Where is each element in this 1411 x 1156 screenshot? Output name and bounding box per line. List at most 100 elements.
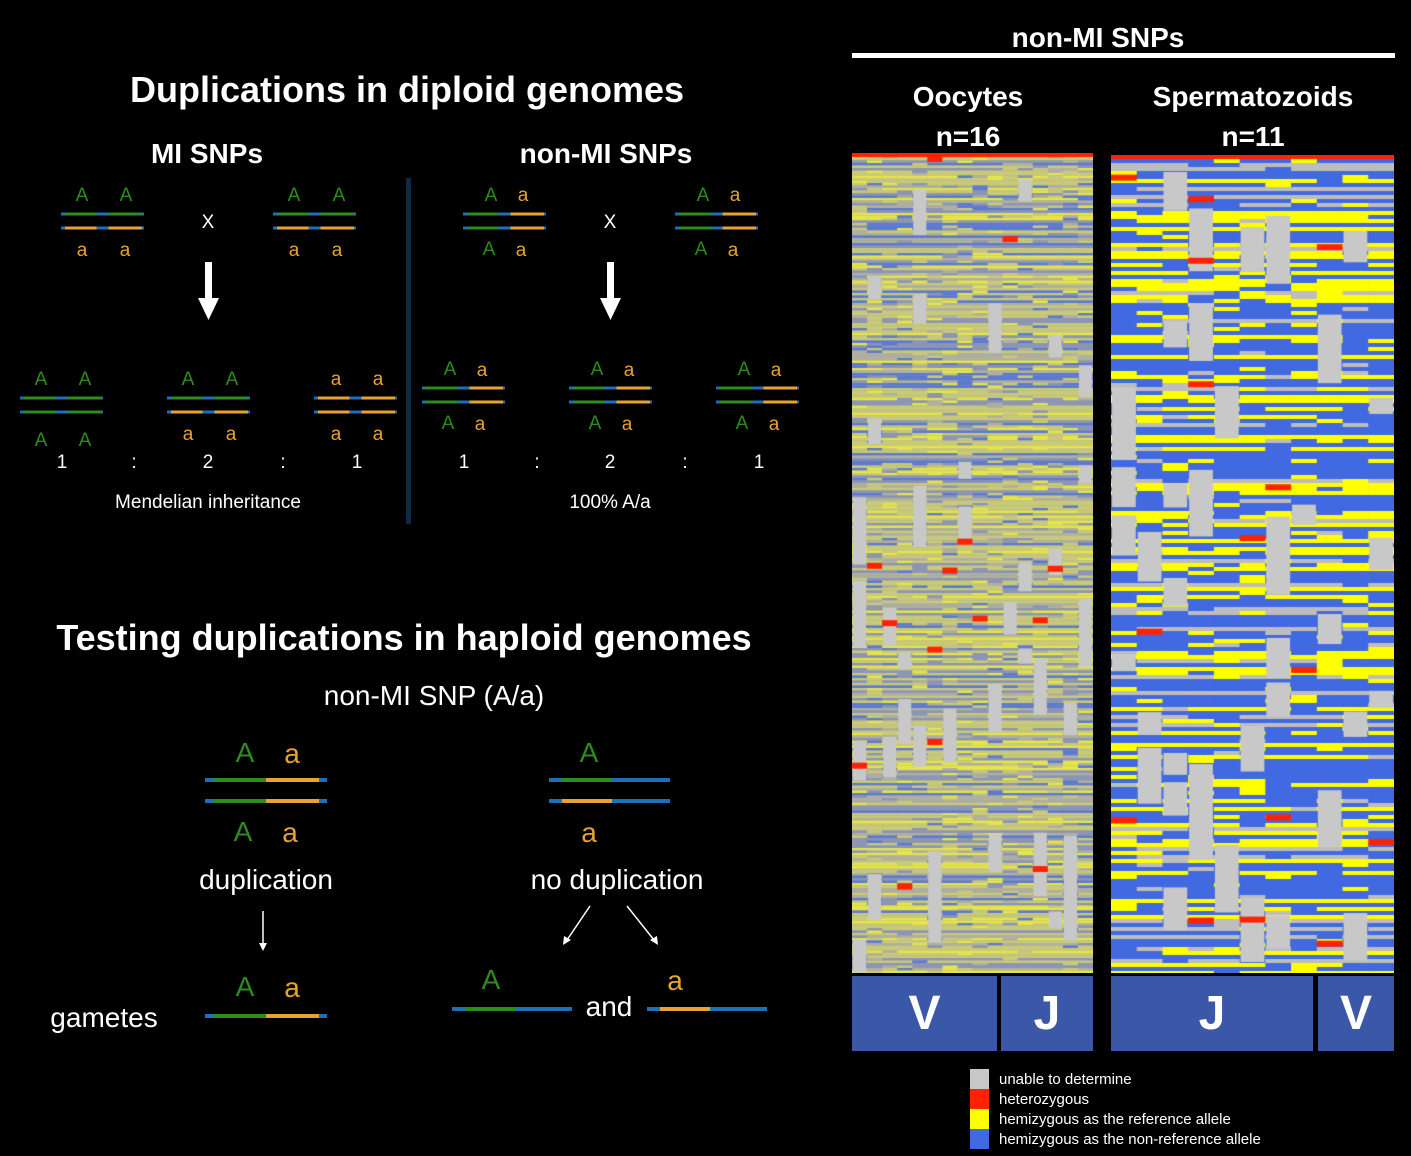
allele: A <box>236 971 255 1002</box>
legend-item: heterozygous <box>970 1089 1261 1109</box>
chromosome-segment <box>213 1014 266 1018</box>
allele: A <box>35 430 48 451</box>
allele: a <box>183 424 194 445</box>
legend-swatch <box>970 1109 989 1129</box>
chromosomes <box>20 212 799 1018</box>
ratio: : <box>131 452 136 473</box>
oocytes-count: n=16 <box>936 121 1001 152</box>
chromosome-segment <box>361 396 395 400</box>
allele: a <box>518 185 529 206</box>
chromosome-segment <box>314 410 397 414</box>
chromosome-segment <box>65 212 97 216</box>
chromosome-segment <box>675 212 758 216</box>
sperm-count: n=11 <box>1221 121 1284 152</box>
allele: A <box>482 964 501 995</box>
chromosome-segment <box>20 396 103 400</box>
duplication-label: duplication <box>199 864 333 895</box>
chromosome-segment <box>67 396 101 400</box>
allele: a <box>284 972 300 1003</box>
chromosome-segment <box>426 386 458 390</box>
ratio: 1 <box>57 452 68 473</box>
chromosome-segment <box>679 212 711 216</box>
sperm-segment-v: V <box>1318 976 1394 1051</box>
legend-item: hemizygous as the non-reference allele <box>970 1129 1261 1149</box>
legend-swatch <box>970 1089 989 1109</box>
chromosome-segment <box>562 799 612 803</box>
chromosome-segment <box>720 400 752 404</box>
allele: A <box>79 369 92 390</box>
ratio: 2 <box>605 452 616 473</box>
chromosome-segment <box>722 212 756 216</box>
cross-symbol: X <box>202 212 215 233</box>
chromosome-segment <box>426 400 458 404</box>
chromosome-segment <box>320 212 354 216</box>
allele: a <box>624 360 635 381</box>
chromosome-segment <box>469 400 503 404</box>
allele: a <box>516 240 527 261</box>
chromosome-segment <box>616 386 650 390</box>
chromosome-segment <box>213 778 266 782</box>
chromosome-segment <box>277 226 309 230</box>
chromosome-segment <box>273 226 356 230</box>
chromosome-segment <box>722 226 756 230</box>
chromosome-segment <box>675 226 758 230</box>
chromosome-segment <box>716 386 799 390</box>
allele: a <box>771 360 782 381</box>
allele: A <box>695 239 708 260</box>
allele: a <box>331 369 342 390</box>
chromosome-segment <box>510 212 544 216</box>
oocytes-heatmap <box>852 153 1093 973</box>
allele: a <box>331 424 342 445</box>
chromosome-segment <box>716 400 799 404</box>
chromosome-segment <box>318 410 350 414</box>
allele: A <box>589 413 602 434</box>
ratio: : <box>280 452 285 473</box>
chromosome-segment <box>108 226 142 230</box>
allele: A <box>697 185 710 206</box>
chromosome-segment <box>67 410 101 414</box>
chromosome-segment <box>467 226 499 230</box>
chromosome-segment <box>61 212 144 216</box>
sperm-segment-j: J <box>1111 976 1313 1051</box>
chromosome-segment <box>318 396 350 400</box>
chromosome-segment <box>266 799 319 803</box>
allele: A <box>79 430 92 451</box>
ratio: 1 <box>352 452 363 473</box>
sperm-label: Spermatozoids <box>1153 81 1354 112</box>
legend-label: heterozygous <box>999 1090 1090 1108</box>
allele: a <box>77 240 88 261</box>
chromosome-segment <box>465 1007 515 1011</box>
chromosome-segment <box>24 396 56 400</box>
allele: A <box>35 369 48 390</box>
allele: a <box>581 817 597 848</box>
chromosome-segment <box>214 396 248 400</box>
allele: a <box>373 424 384 445</box>
oocytes-segment-v: V <box>852 976 997 1051</box>
sperm-heatmap <box>1111 155 1394 973</box>
ratio: 1 <box>754 452 765 473</box>
down-arrow-icon <box>198 262 621 320</box>
nonmi-title: non-MI SNPs <box>520 138 693 169</box>
allele: a <box>730 185 741 206</box>
mi-caption: Mendelian inheritance <box>115 492 301 513</box>
mi-title: MI SNPs <box>151 138 263 169</box>
title-underline <box>852 53 1395 58</box>
legend-swatch <box>970 1069 989 1089</box>
chromosome-segment <box>463 212 546 216</box>
chromosome-segment <box>463 226 546 230</box>
allele: a <box>477 360 488 381</box>
gametes-label: gametes <box>50 1002 157 1033</box>
chromosome-segment <box>171 410 203 414</box>
allele: a <box>728 240 739 261</box>
allele: a <box>622 414 633 435</box>
chromosome-segment <box>167 396 250 400</box>
allele: A <box>444 359 457 380</box>
allele: A <box>182 369 195 390</box>
allele: A <box>483 239 496 260</box>
oocytes-segment-j: J <box>1001 976 1093 1051</box>
chromosome-segment <box>20 410 103 414</box>
allele: a <box>667 965 683 996</box>
chromosome-segment <box>314 396 397 400</box>
legend-label: hemizygous as the reference allele <box>999 1110 1231 1128</box>
